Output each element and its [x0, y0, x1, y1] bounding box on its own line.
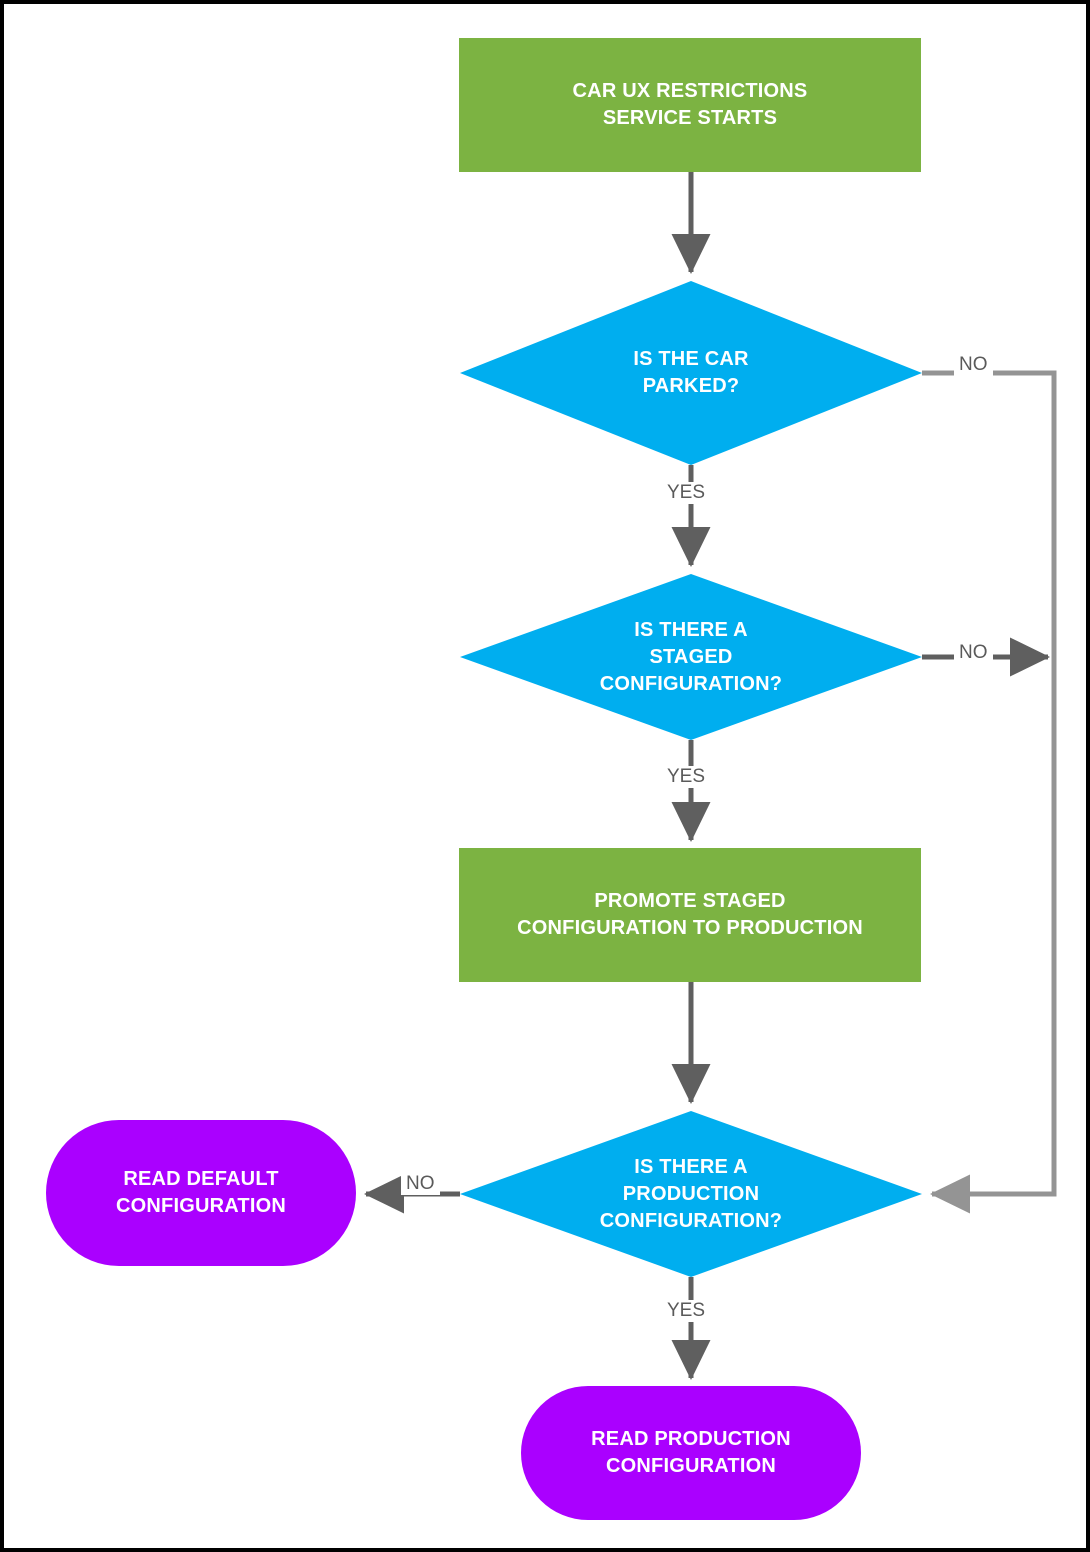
node-promote-staged-line2: CONFIGURATION TO PRODUCTION	[517, 917, 863, 939]
decision-shape-is-staged-config	[460, 574, 922, 740]
decision-shape-is-production-config	[460, 1111, 922, 1277]
node-is-staged-config-line1: IS THERE A	[634, 618, 748, 641]
node-read-production-config-text: READ PRODUCTION CONFIGURATION	[591, 1426, 791, 1480]
node-is-car-parked-line2: PARKED?	[642, 375, 740, 397]
node-read-production-config-line2: CONFIGURATION	[605, 1455, 776, 1477]
node-is-staged-config-line2: STAGED	[649, 645, 733, 668]
node-read-default-config-line2: CONFIGURATION	[116, 1195, 286, 1217]
node-is-production-config-text: IS THERE A PRODUCTION CONFIGURATION?	[600, 1154, 782, 1235]
node-is-staged-config-text: IS THERE A STAGED CONFIGURATION?	[600, 617, 782, 698]
node-promote-staged-line1: PROMOTE STAGED	[594, 890, 786, 912]
edge-label-parked-yes: YES	[662, 482, 711, 504]
node-is-staged-config-line3: CONFIGURATION?	[599, 672, 783, 695]
node-start-line1: CAR UX RESTRICTIONS	[572, 80, 808, 102]
node-is-production-config-line1: IS THERE A	[634, 1155, 748, 1178]
edge-label-production-no: NO	[401, 1173, 440, 1195]
edge-label-parked-no: NO	[954, 354, 993, 376]
node-is-production-config[interactable]: IS THERE A PRODUCTION CONFIGURATION?	[460, 1111, 922, 1277]
node-read-production-config[interactable]: READ PRODUCTION CONFIGURATION	[521, 1386, 861, 1520]
node-is-car-parked-line1: IS THE CAR	[633, 348, 749, 370]
node-start-line2: SERVICE STARTS	[602, 107, 778, 129]
decision-shape-is-car-parked	[460, 281, 922, 465]
node-read-default-config-text: READ DEFAULT CONFIGURATION	[116, 1166, 286, 1220]
node-start[interactable]: CAR UX RESTRICTIONS SERVICE STARTS	[459, 38, 921, 172]
edge-label-staged-yes: YES	[662, 766, 711, 788]
node-read-production-config-line1: READ PRODUCTION	[591, 1428, 791, 1450]
edge-parked-no	[922, 370, 1057, 1214]
edge-label-production-yes: YES	[662, 1300, 711, 1322]
node-is-staged-config[interactable]: IS THERE A STAGED CONFIGURATION?	[460, 574, 922, 740]
node-read-default-config[interactable]: READ DEFAULT CONFIGURATION	[46, 1120, 356, 1266]
flowchart-connectors-layer	[363, 172, 1057, 1381]
edge-label-staged-no: NO	[954, 642, 993, 664]
node-read-default-config-line1: READ DEFAULT	[123, 1168, 279, 1190]
node-is-production-config-line3: CONFIGURATION?	[599, 1209, 783, 1232]
node-promote-staged[interactable]: PROMOTE STAGED CONFIGURATION TO PRODUCTI…	[459, 848, 921, 982]
node-start-text: CAR UX RESTRICTIONS SERVICE STARTS	[573, 78, 808, 132]
node-is-car-parked-text: IS THE CAR PARKED?	[633, 346, 748, 400]
node-is-production-config-line2: PRODUCTION	[622, 1182, 760, 1205]
node-promote-staged-text: PROMOTE STAGED CONFIGURATION TO PRODUCTI…	[517, 888, 863, 942]
node-is-car-parked[interactable]: IS THE CAR PARKED?	[460, 281, 922, 465]
